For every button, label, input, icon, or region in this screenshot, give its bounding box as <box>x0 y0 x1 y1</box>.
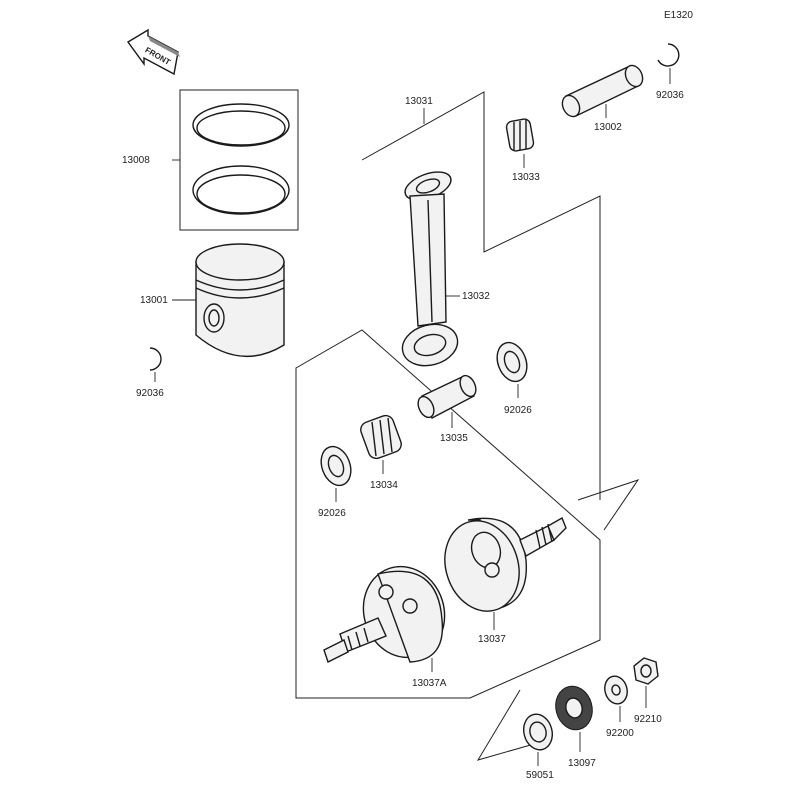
circlip-left: 92036 <box>136 347 164 399</box>
piston-pin: 13002 <box>561 64 644 133</box>
label-92026-right: 92026 <box>504 405 532 416</box>
front-arrow-icon: FRONT <box>126 28 180 76</box>
crankshaft-right-half: 13037 <box>444 516 567 645</box>
piston-rings-group: 13008 <box>122 89 299 231</box>
thrust-washer-right: 92026 <box>496 341 532 416</box>
diagram-code: E1320 <box>664 10 693 21</box>
nut-92210: 92210 <box>633 657 662 725</box>
gear-13097: 13097 <box>555 685 596 769</box>
label-92210: 92210 <box>634 714 662 725</box>
circlip-right: 92036 <box>656 43 684 101</box>
piston: 13001 <box>140 243 285 358</box>
crank-pin: 13035 <box>417 374 477 444</box>
bottom-assembly-wedge <box>476 689 549 761</box>
connecting-rod-frame <box>295 91 601 699</box>
label-13037: 13037 <box>478 634 506 645</box>
bearing-59051: 59051 <box>522 713 554 781</box>
washer-92200: 92200 <box>604 675 634 739</box>
label-13034: 13034 <box>370 480 398 491</box>
label-13001: 13001 <box>140 295 168 306</box>
label-13033: 13033 <box>512 172 540 183</box>
shaft-splines-left <box>347 627 369 651</box>
needle-bearing-small-end: 13033 <box>505 118 540 183</box>
label-92200: 92200 <box>606 728 634 739</box>
thrust-washer-left: 92026 <box>318 445 352 519</box>
crankshaft-left-half: 13037A <box>323 565 447 689</box>
label-92036-left: 92036 <box>136 388 164 399</box>
needle-bearing-big-end: 13034 <box>360 414 402 491</box>
label-13037A: 13037A <box>412 678 447 689</box>
label-13002: 13002 <box>594 122 622 133</box>
label-13032: 13032 <box>462 291 490 302</box>
label-13008: 13008 <box>122 155 150 166</box>
label-92026-left: 92026 <box>318 508 346 519</box>
connecting-rod: 13032 <box>401 171 490 367</box>
label-59051: 59051 <box>526 770 554 781</box>
label-13031: 13031 <box>405 96 433 107</box>
label-13097: 13097 <box>568 758 596 769</box>
label-13035: 13035 <box>440 433 468 444</box>
reference-wedge <box>577 479 640 531</box>
label-92036-right: 92036 <box>656 90 684 101</box>
